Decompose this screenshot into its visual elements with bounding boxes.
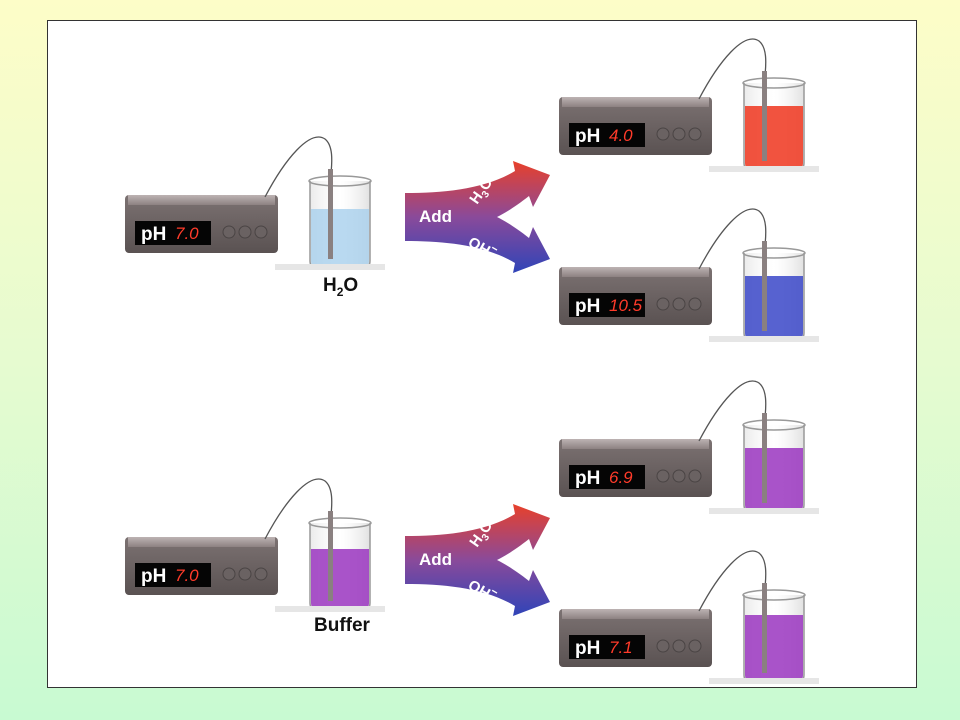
buffer-diagram: pH 7.0 H2O Add H3O+ OH− <box>125 38 819 684</box>
water-initial-setup: pH 7.0 <box>125 136 385 270</box>
add-arrow-top: Add H3O+ OH− <box>405 161 550 273</box>
water-base-result: pH 10.5 <box>559 208 819 342</box>
buffer-acid-result: pH 6.9 <box>559 380 819 514</box>
ph-readout: 10.5 <box>609 296 643 315</box>
ph-readout: 7.0 <box>175 224 199 243</box>
diagram-panel: pH 7.0 H2O Add H3O+ OH− <box>47 20 917 688</box>
ph-label: pH <box>575 638 600 659</box>
ph-label: pH <box>575 468 600 489</box>
beaker <box>275 169 385 270</box>
buffer-label: Buffer <box>314 615 371 636</box>
add-label: Add <box>419 550 452 569</box>
ph-label: pH <box>141 566 166 587</box>
add-arrow-bottom: Add H3O+ OH− <box>405 504 550 616</box>
ph-readout: 7.0 <box>175 566 199 585</box>
ph-readout: 6.9 <box>609 468 633 487</box>
ph-label: pH <box>575 296 600 317</box>
add-label: Add <box>419 207 452 226</box>
ph-label: pH <box>141 224 166 245</box>
water-label: H2O <box>323 275 358 299</box>
ph-label: pH <box>575 126 600 147</box>
ph-readout: 7.1 <box>609 638 633 657</box>
ph-meter: pH 7.0 <box>125 136 333 253</box>
ph-readout: 4.0 <box>609 126 633 145</box>
buffer-initial-setup: pH 7.0 <box>125 478 385 612</box>
buffer-base-result: pH 7.1 <box>559 550 819 684</box>
water-acid-result: pH 4.0 <box>559 38 819 172</box>
